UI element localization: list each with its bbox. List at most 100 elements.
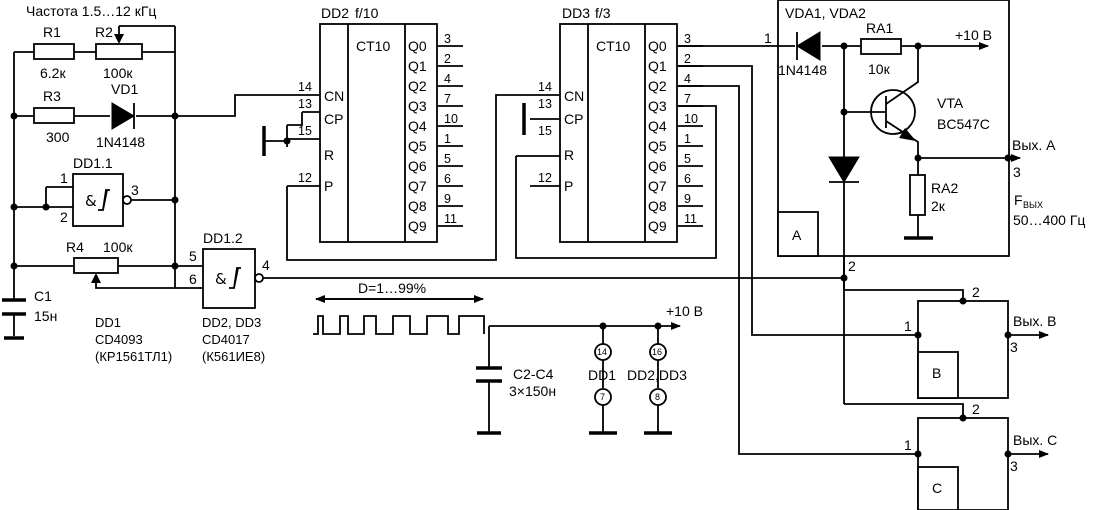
out-b-label: Вых. B xyxy=(1013,313,1057,329)
vda1-diode xyxy=(796,31,821,61)
dd2-chip xyxy=(319,23,438,243)
dd3-pin-q7: Q7 xyxy=(648,178,667,194)
svg-text:8: 8 xyxy=(655,392,660,402)
c2c4-label: C2-C4 xyxy=(513,366,554,382)
dd3-pin-number: 9 xyxy=(684,192,691,206)
r1-resistor xyxy=(33,43,75,60)
c2-c4-capacitor xyxy=(476,366,502,383)
svg-text:3: 3 xyxy=(1010,458,1018,474)
dd3-pin-q5: Q5 xyxy=(648,138,667,154)
svg-text:5: 5 xyxy=(189,248,197,264)
block-a-frame xyxy=(777,0,1010,257)
dd3-pin-r: R xyxy=(564,147,574,163)
inverter-bubble xyxy=(254,273,264,283)
svg-text:2: 2 xyxy=(60,209,68,225)
c1-label: C1 xyxy=(34,288,52,304)
r4-potentiometer xyxy=(73,257,119,274)
svg-text:DD1: DD1 xyxy=(95,315,121,330)
dd2-pin-number: 2 xyxy=(444,52,451,66)
c1-value: 15н xyxy=(34,308,57,324)
dd2-divider: f/10 xyxy=(355,5,379,21)
pwm-waveform xyxy=(313,315,485,335)
dd23-vdd-pin xyxy=(649,343,667,361)
dd3-pin-cp: CP xyxy=(564,111,583,127)
block-b: B 2 1 3 Вых. B xyxy=(904,284,1057,399)
c1-capacitor xyxy=(2,298,26,316)
vta-label: VTA xyxy=(937,95,964,111)
ra2-label: RA2 xyxy=(931,180,958,196)
dd2-pin-number: 10 xyxy=(444,112,458,126)
svg-text:3: 3 xyxy=(1010,339,1018,355)
dd2-title: DD2 xyxy=(321,5,349,21)
dd1-1-gate xyxy=(72,173,124,227)
dd2-pin-cn: CN xyxy=(324,88,344,104)
block-b-label: B xyxy=(932,365,941,381)
block-c: C 2 1 3 Вых. C xyxy=(904,401,1057,510)
dd3-pin-number: 13 xyxy=(538,97,552,111)
dd2-pin-number: 11 xyxy=(444,212,457,226)
dd3-pin-cn: CN xyxy=(564,88,584,104)
dd3-pin-q8: Q8 xyxy=(648,198,667,214)
vd1-label: VD1 xyxy=(111,81,138,97)
dd3-pin-number: 15 xyxy=(538,124,552,138)
dd3-pin-q0: Q0 xyxy=(648,38,667,54)
r2-wiper-arrow xyxy=(114,34,124,44)
dd3-pin-number: 3 xyxy=(684,32,691,46)
r3-label: R3 xyxy=(43,88,61,104)
dd3-pin-number: 7 xyxy=(684,92,691,106)
dd2-pin-q1: Q1 xyxy=(408,58,427,74)
svg-text:1: 1 xyxy=(60,170,68,186)
vd1-type: 1N4148 xyxy=(96,134,145,150)
dd3-pin-number: 10 xyxy=(684,112,698,126)
dd2-pin-q4: Q4 xyxy=(408,118,427,134)
dd2-pin-number: 13 xyxy=(298,97,312,111)
dd3-pin-number: 5 xyxy=(684,152,691,166)
svg-text:+10 В: +10 В xyxy=(955,27,992,43)
svg-text:DD2,DD3: DD2,DD3 xyxy=(627,367,687,383)
svg-text:CD4017: CD4017 xyxy=(202,332,250,347)
duty-cycle-illustration: D=1…99% xyxy=(313,280,485,335)
dd1-gnd-pin xyxy=(594,388,612,406)
dd2-pin-number: 3 xyxy=(444,32,451,46)
frequency-range-label: Частота 1.5…12 кГц xyxy=(26,3,156,19)
dd2-pin-number: 15 xyxy=(298,124,312,138)
f-out-label: F xyxy=(1014,192,1023,208)
svg-text:CT10: CT10 xyxy=(356,38,390,54)
svg-text:(КР1561ТЛ1): (КР1561ТЛ1) xyxy=(95,349,172,364)
dd3-pin-number: 14 xyxy=(538,80,552,94)
duty-label: D=1…99% xyxy=(358,280,426,296)
dd2-pin-number: 14 xyxy=(298,80,312,94)
r4-label: R4 xyxy=(66,239,84,255)
svg-text:3: 3 xyxy=(131,182,139,198)
svg-text:&: & xyxy=(215,270,227,288)
dd23-gnd-pin xyxy=(649,388,667,406)
osc-to-dd2-wire xyxy=(175,94,295,117)
r4-wiper-arrow xyxy=(91,273,101,283)
vda2-diode xyxy=(828,156,860,183)
dd2-pin-number: 4 xyxy=(444,72,451,86)
power-section: +10 В C2-C4 3×150н 14 7 DD1 16 8 DD2,DD3 xyxy=(476,303,703,435)
r4-wiper-wire xyxy=(95,283,198,289)
svg-text:4: 4 xyxy=(262,257,270,273)
svg-text:(К561ИЕ8): (К561ИЕ8) xyxy=(202,349,265,364)
inverter-bubble xyxy=(122,195,132,205)
svg-text:1: 1 xyxy=(904,437,912,453)
r3-value: 300 xyxy=(46,129,70,145)
dd2-pin-q5: Q5 xyxy=(408,138,427,154)
dd3-pin-number: 6 xyxy=(684,172,691,186)
dd3-pin-number: 1 xyxy=(684,132,691,146)
f-out-range: 50…400 Гц xyxy=(1013,212,1085,228)
ra1-value: 10к xyxy=(868,61,891,77)
svg-text:14: 14 xyxy=(597,347,607,357)
vda-type: 1N4148 xyxy=(778,62,827,78)
r2-label: R2 xyxy=(95,24,113,40)
dd2-to-dd3-wire xyxy=(286,94,540,261)
dd3-chip xyxy=(559,23,678,243)
junction-dot xyxy=(171,196,179,204)
svg-text:2: 2 xyxy=(848,258,856,274)
dd3-pin-q3: Q3 xyxy=(648,98,667,114)
dd3-reset-wire xyxy=(515,105,717,259)
dd2-pin-r: R xyxy=(324,147,334,163)
